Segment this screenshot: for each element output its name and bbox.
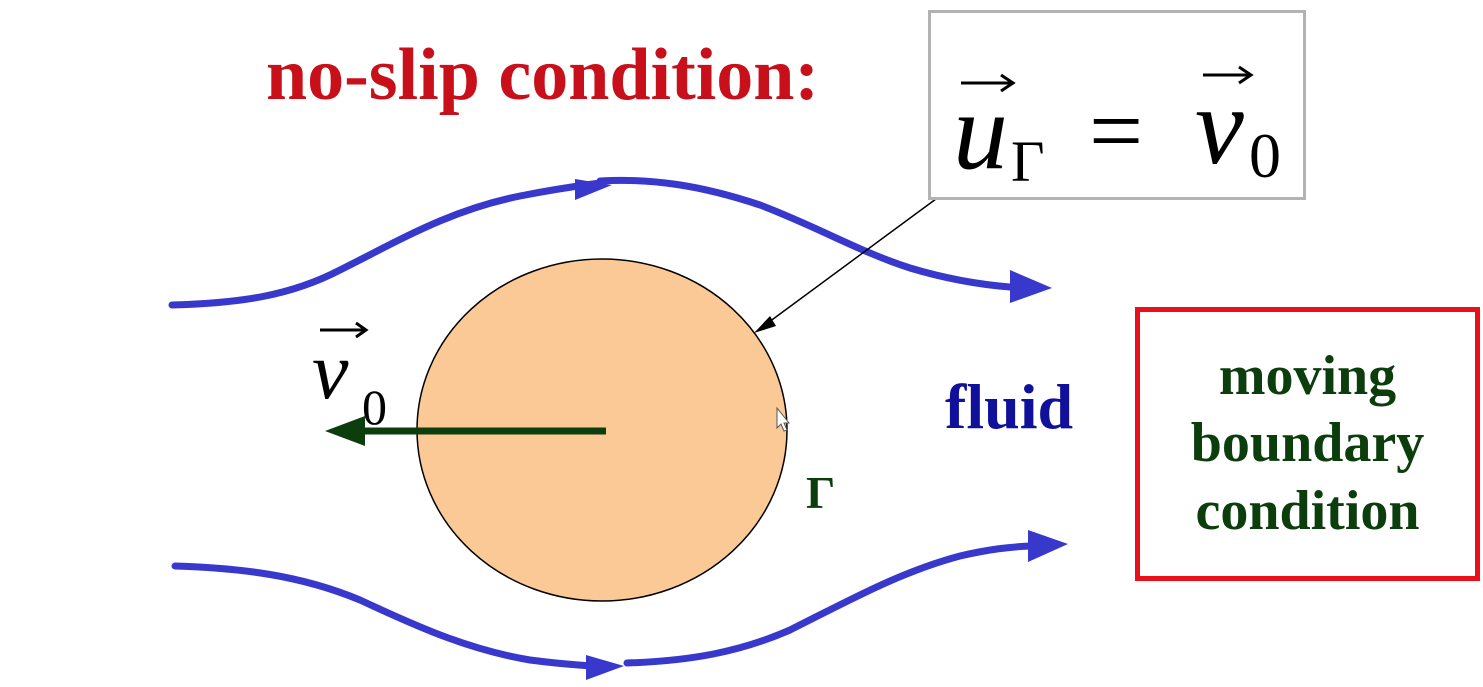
velocity-arrow-head [325,416,365,446]
boundary-condition-line-1: moving [1218,345,1397,408]
streamline-top-arrowhead-end [1010,270,1052,303]
pointer-line [764,195,941,326]
velocity-subscript: 0 [362,379,387,435]
streamline-top-right [596,176,1014,291]
boundary-condition-line-3: condition [1195,479,1420,542]
equation-rhs-symbol: v [1195,65,1244,187]
streamline-bottom-arrowhead-end [1028,530,1068,562]
boundary-condition-box: moving boundary condition [1135,307,1480,581]
equation-canvas: u Γ = v 0 [953,65,1281,194]
page-title: no-slip condition: [266,34,820,116]
equation-box: u Γ = v 0 [928,10,1306,200]
equation-rhs-subscript: 0 [1249,120,1281,191]
equation-operator: = [1089,77,1143,184]
streamline-bottom [171,562,594,670]
mouse-cursor-icon [776,406,791,432]
streamline-bottom-arrowhead-mid [586,655,624,680]
boundary-condition-line-2: boundary [1190,412,1425,475]
equation-lhs-subscript: Γ [1011,129,1045,194]
streamline-bottom-right [623,542,1034,667]
velocity-label: v 0 [312,321,387,435]
pointer-arrowhead [754,316,776,333]
fluid-label: fluid [945,371,1074,442]
vector-arrow-icon [961,73,1016,93]
vector-arrow-icon [1203,65,1254,85]
boundary-symbol: Γ [806,467,836,518]
velocity-symbol: v [312,325,349,416]
equation-lhs-symbol: u [953,70,1008,192]
vector-arrow-icon [320,321,369,339]
streamline-top [168,179,604,309]
